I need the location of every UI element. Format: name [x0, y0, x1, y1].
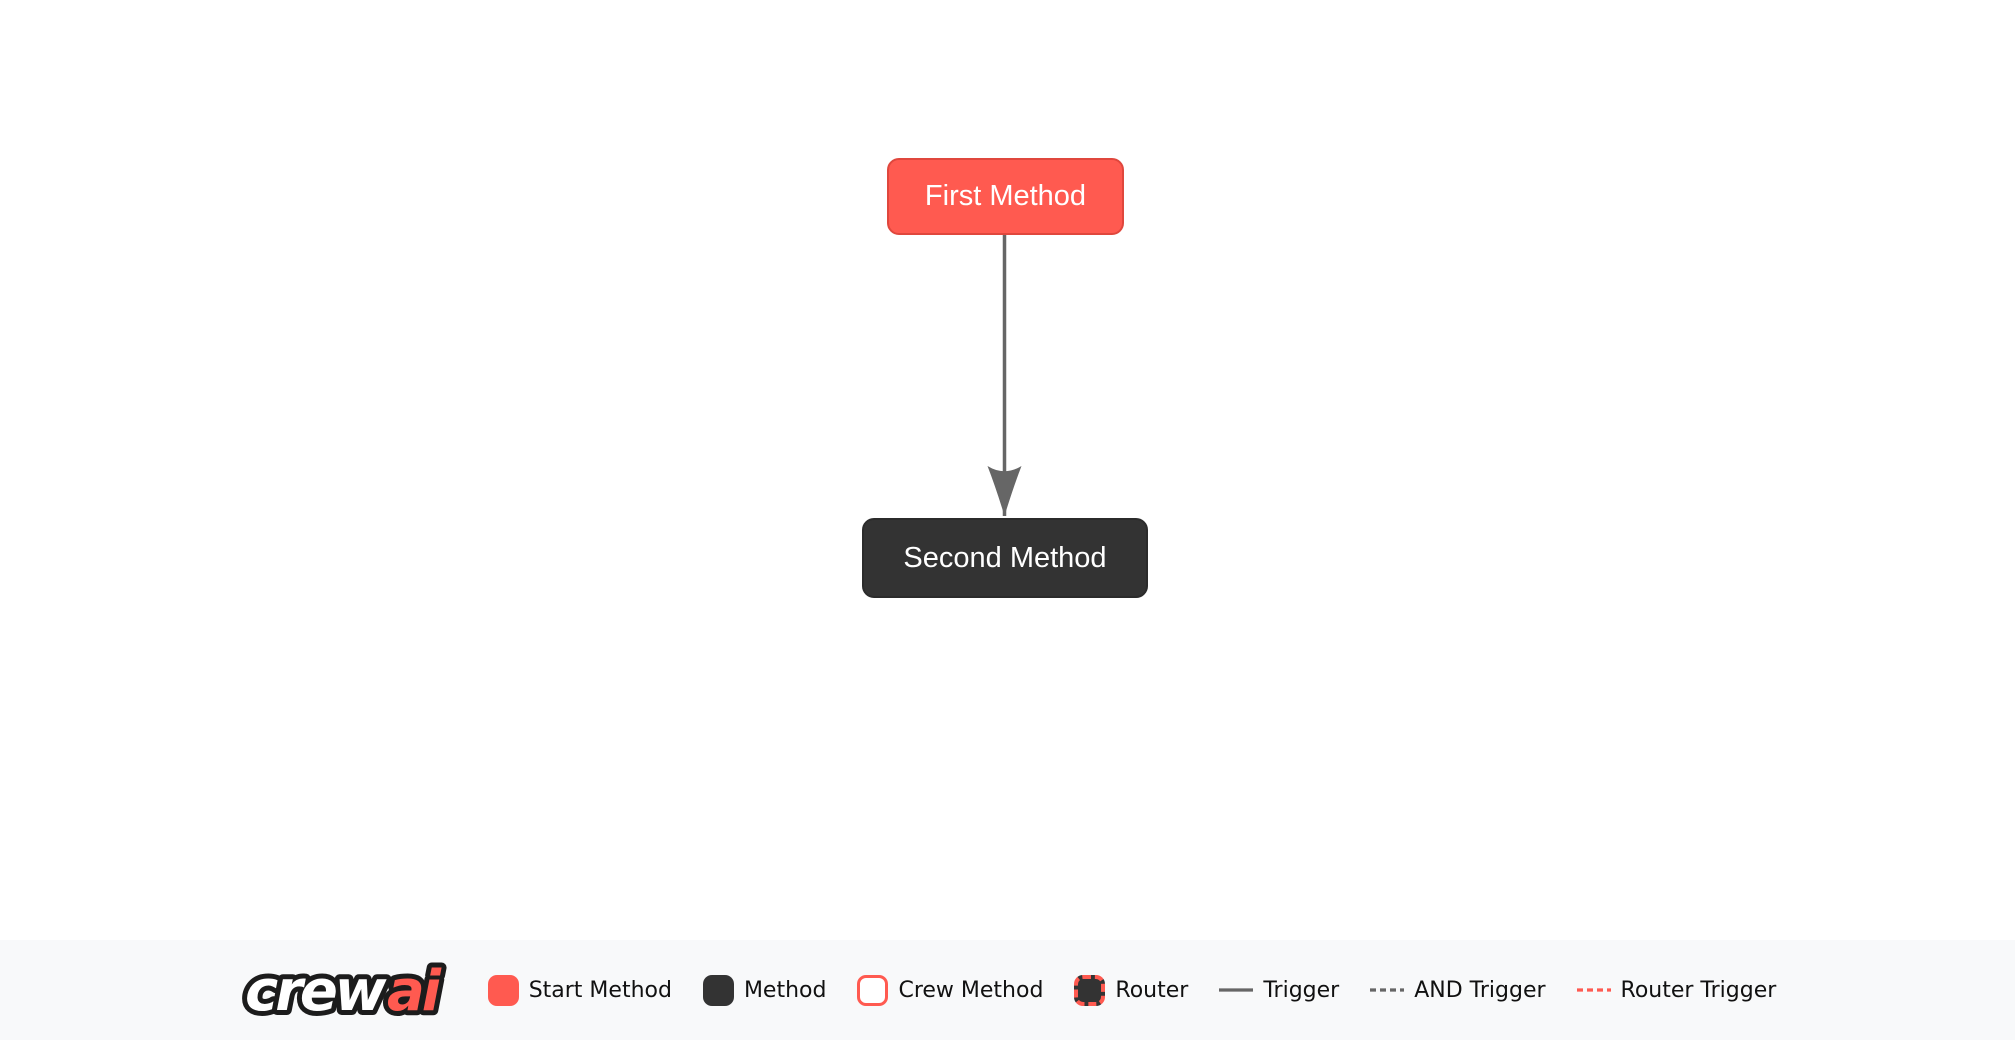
flow-canvas[interactable]: First Method Second Method — [0, 0, 2015, 940]
legend-label: Crew Method — [898, 977, 1044, 1003]
trigger-line-icon — [1219, 988, 1254, 992]
legend-label: Method — [743, 977, 827, 1003]
legend-label: Start Method — [528, 977, 672, 1003]
legend-label: Trigger — [1263, 977, 1340, 1003]
edge-arrowhead-icon — [987, 466, 1022, 516]
start-method-swatch-icon — [487, 974, 519, 1006]
method-swatch-icon — [702, 974, 734, 1006]
router-trigger-line-icon — [1576, 988, 1611, 992]
trigger-edge — [987, 235, 1022, 516]
legend-label: AND Trigger — [1414, 977, 1546, 1003]
node-label: First Method — [924, 180, 1087, 212]
router-swatch-icon — [1074, 974, 1106, 1006]
legend-item-and-trigger: AND Trigger — [1370, 977, 1546, 1003]
node-label: Second Method — [903, 541, 1107, 574]
logo-text-crew: crew — [245, 959, 387, 1024]
legend-item-router: Router — [1074, 974, 1189, 1006]
and-trigger-line-icon — [1370, 988, 1405, 992]
legend-item-trigger: Trigger — [1219, 978, 1339, 1003]
crewai-logo: crew ai — [240, 954, 450, 1029]
node-first-method[interactable]: First Method — [887, 158, 1124, 235]
logo-text-ai: ai — [387, 959, 442, 1024]
node-second-method[interactable]: Second Method — [862, 518, 1148, 598]
legend-item-crew-method: Crew Method — [857, 974, 1044, 1006]
legend-bar: crew ai Start Method Method Crew Method … — [0, 940, 2015, 1040]
crew-method-swatch-icon — [857, 974, 889, 1006]
legend-label: Router Trigger — [1620, 977, 1777, 1003]
legend-item-method: Method — [702, 974, 827, 1006]
legend-item-start-method: Start Method — [487, 974, 672, 1006]
legend-item-router-trigger: Router Trigger — [1576, 977, 1777, 1003]
legend-label: Router — [1115, 977, 1189, 1003]
